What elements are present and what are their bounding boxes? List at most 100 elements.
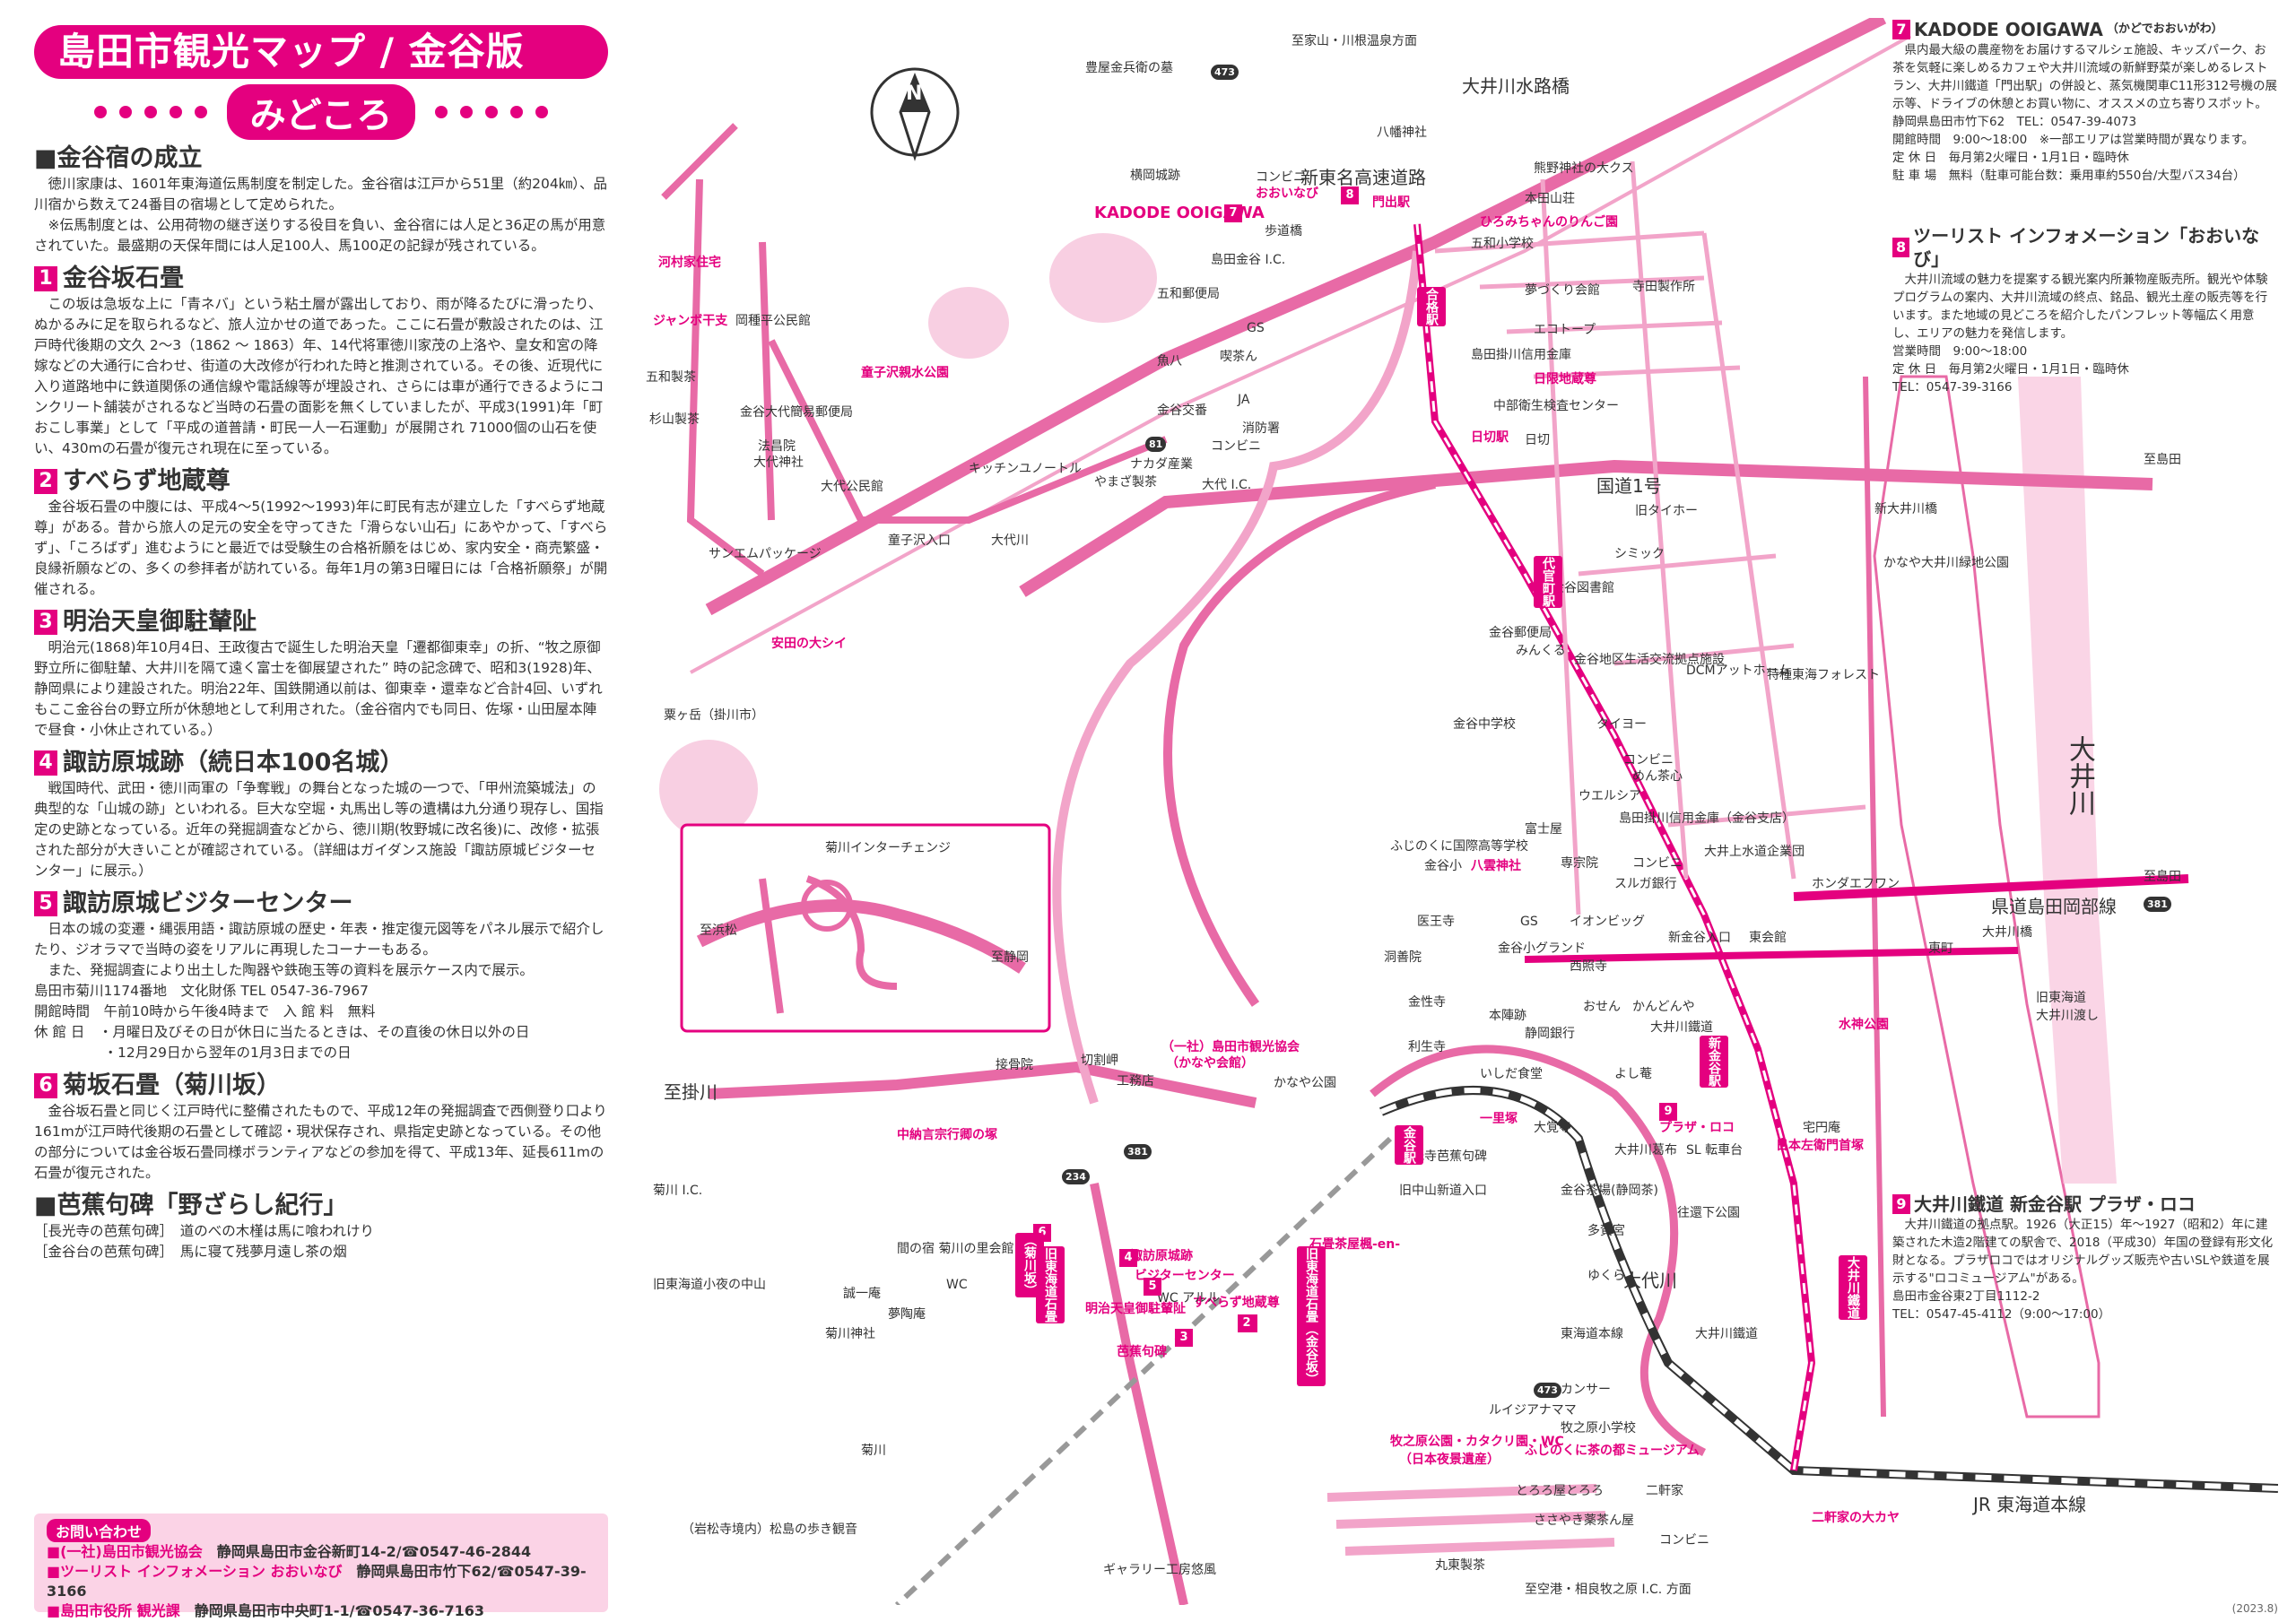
map-label: 大井川葛布 [1614, 1143, 1677, 1158]
map-label: GS [1520, 915, 1538, 929]
info-body: 県内最大級の農産物をお届けするマルシェ施設、キッズパーク、お茶を気軽に楽しめるカ… [1892, 43, 2278, 111]
section-text: 金谷坂石畳と同じく江戸時代に整備されたもので、平成12年の発掘調査で西側登り口よ… [34, 1103, 607, 1181]
tourist-map: 至家山・川根温泉方面大井川水路橋新東名高速道路八幡神社熊野神社の大クス本田山荘ひ… [628, 18, 2278, 1605]
map-label: コンビニ [1256, 170, 1306, 185]
info-detail: 島田市金谷東2丁目1112-2 [1892, 1289, 2040, 1304]
spot-number-marker: 3 [1175, 1329, 1193, 1347]
section-number: 1 [34, 266, 57, 291]
map-label: 至浜松 [700, 924, 737, 938]
map-label: やまざ製茶 [1094, 475, 1157, 490]
map-label: 金谷図書館 [1552, 581, 1614, 595]
visitor-addr: 島田市菊川1174番地 文化財係 TEL 0547-36-7967 [34, 983, 369, 999]
contact-title: お問い合わせ [47, 1519, 152, 1542]
map-label: SL 転車台 [1686, 1143, 1744, 1158]
map-label: とろろ屋とろろ [1516, 1484, 1604, 1498]
section-text: 金谷坂石畳の中腹には、平成4～5(1992～1993)年に町民有志が建立した「す… [34, 499, 608, 597]
map-label: KADODE OOIGAWA [1094, 204, 1265, 222]
dots-right [435, 106, 549, 118]
subtitle: みどころ [226, 84, 416, 140]
map-label: おせん [1583, 1000, 1621, 1014]
section-number: 3 [34, 610, 57, 635]
section-text: 日本の城の変遷・縄張用語・諏訪原城の歴史・年表・推定復元図等をパネル展示で紹介し… [34, 921, 604, 958]
map-label: 大井川水路橋 [1462, 75, 1570, 97]
map-label: 金谷地区生活交流拠点施設 [1574, 653, 1725, 667]
contact-info: 静岡県島田市金谷新町14-2/☎0547-46-2844 [216, 1543, 532, 1560]
map-label: 新金谷入口 [1668, 931, 1731, 945]
map-label: 東会館 [1749, 931, 1787, 945]
contact-info: 静岡県島田市竹下62/☎0547-39-3166 [47, 1563, 587, 1600]
map-label: 中納言宗行卿の塚 [897, 1128, 997, 1142]
map-label: タイヨー [1596, 717, 1647, 732]
spot-number-marker: 7 [1224, 204, 1242, 222]
map-label: いしだ食堂 [1480, 1067, 1543, 1081]
map-label: 至静岡 [991, 950, 1029, 965]
map-label: 工務店 [1117, 1074, 1154, 1089]
map-label: 島田掛川信用金庫（金谷支店） [1619, 811, 1795, 826]
map-label: かなや大井川緑地公園 [1883, 556, 2009, 570]
map-label: 魚八 [1157, 354, 1182, 369]
map-title: 島田市観光マップ / 金谷版 [34, 25, 608, 79]
map-label: 西照寺 [1570, 959, 1607, 974]
info-number: 8 [1892, 238, 1910, 257]
map-label: 明治天皇御駐輦阯 [1085, 1302, 1186, 1316]
map-label: 寺田製作所 [1632, 280, 1695, 294]
contact-row: ■(一社)島田市観光協会 静岡県島田市金谷新町14-2/☎0547-46-284… [47, 1542, 596, 1562]
map-label: （かなや会館） [1166, 1056, 1254, 1071]
map-label: 大代 I.C. [1202, 478, 1252, 492]
map-label: 丸東製茶 [1435, 1558, 1485, 1573]
contact-info: 静岡県島田市中央町1-1/☎0547-36-7163 [194, 1602, 485, 1619]
sections-list: ■金谷宿の成立徳川家康は、1601年東海道伝馬制度を制定した。金谷宿は江戸から5… [34, 143, 608, 1262]
map-label: 菊川インターチェンジ [825, 841, 951, 855]
spot-number-marker: 8 [1341, 186, 1359, 204]
map-label: （岩松寺境内）松島の歩き観音 [682, 1522, 857, 1537]
map-label: 牧之原公園・カタクリ園・WC [1390, 1435, 1564, 1449]
map-label: 日限地蔵尊 [1534, 372, 1596, 386]
map-label: 国道1号 [1596, 475, 1662, 497]
info-body: 大井川流域の魅力を提案する観光案内所兼物産販売所。観光や体験プログラムの案内、大… [1892, 273, 2268, 341]
map-label: 日切駅 [1471, 430, 1509, 445]
map-label: コンビニ [1632, 856, 1683, 871]
map-label: 旧東海道小夜の中山 [653, 1278, 766, 1292]
map-label: 旧東海道 [2036, 991, 2086, 1005]
map-label: 菊川 [861, 1444, 886, 1458]
section-text: この坂は急坂な上に「青ネバ」という粘土層が露出しており、雨が降るたびに滑ったり、… [34, 296, 604, 456]
map-label: 消防署 [1242, 421, 1280, 436]
map-label: ホンダエフワン [1812, 877, 1900, 891]
map-label: 二軒家の大カヤ [1812, 1511, 1900, 1525]
section-heading: ■芭蕉句碑「野ざらし紀行」 [34, 1191, 608, 1221]
map-label: DCMアットホーム [1686, 664, 1791, 678]
map-label: 夢陶庵 [888, 1307, 926, 1322]
map-label: 石畳茶屋楓-en- [1309, 1237, 1401, 1252]
map-label: ギャラリー工房悠風 [1103, 1563, 1216, 1577]
map-label: 金性寺 [1408, 995, 1446, 1010]
map-label: 大井川橋 [1982, 925, 2032, 940]
vertical-station-tag: 代官町駅 [1534, 556, 1562, 608]
visitor-closed2: ・12月29日から翌年の1月3日までの日 [34, 1045, 352, 1061]
map-label: シミック [1614, 547, 1665, 561]
section-number: 6 [34, 1073, 57, 1098]
section-number: 5 [34, 891, 57, 916]
map-label: 医王寺 [1417, 915, 1455, 929]
map-label: 茶ん屋 [1596, 1514, 1634, 1528]
section-number: 2 [34, 469, 57, 494]
map-label: 富士屋 [1525, 822, 1562, 837]
route-number-badge: 473 [1211, 65, 1239, 80]
map-label: かんどんや [1632, 1000, 1695, 1014]
map-label: ジャンボ干支 [653, 314, 728, 328]
section-title: 明治天皇御駐輦阯 [63, 608, 257, 636]
map-label: かなや公園 [1274, 1076, 1336, 1090]
map-label: 夢づくり会館 [1525, 283, 1600, 298]
map-label: 豊屋金兵衛の墓 [1085, 61, 1173, 75]
map-label: 新大井川橋 [1874, 502, 1937, 516]
route-number-badge: 81 [1145, 437, 1167, 452]
map-label: 至掛川 [664, 1081, 718, 1103]
map-label: 日本左衛門首塚 [1776, 1139, 1864, 1153]
